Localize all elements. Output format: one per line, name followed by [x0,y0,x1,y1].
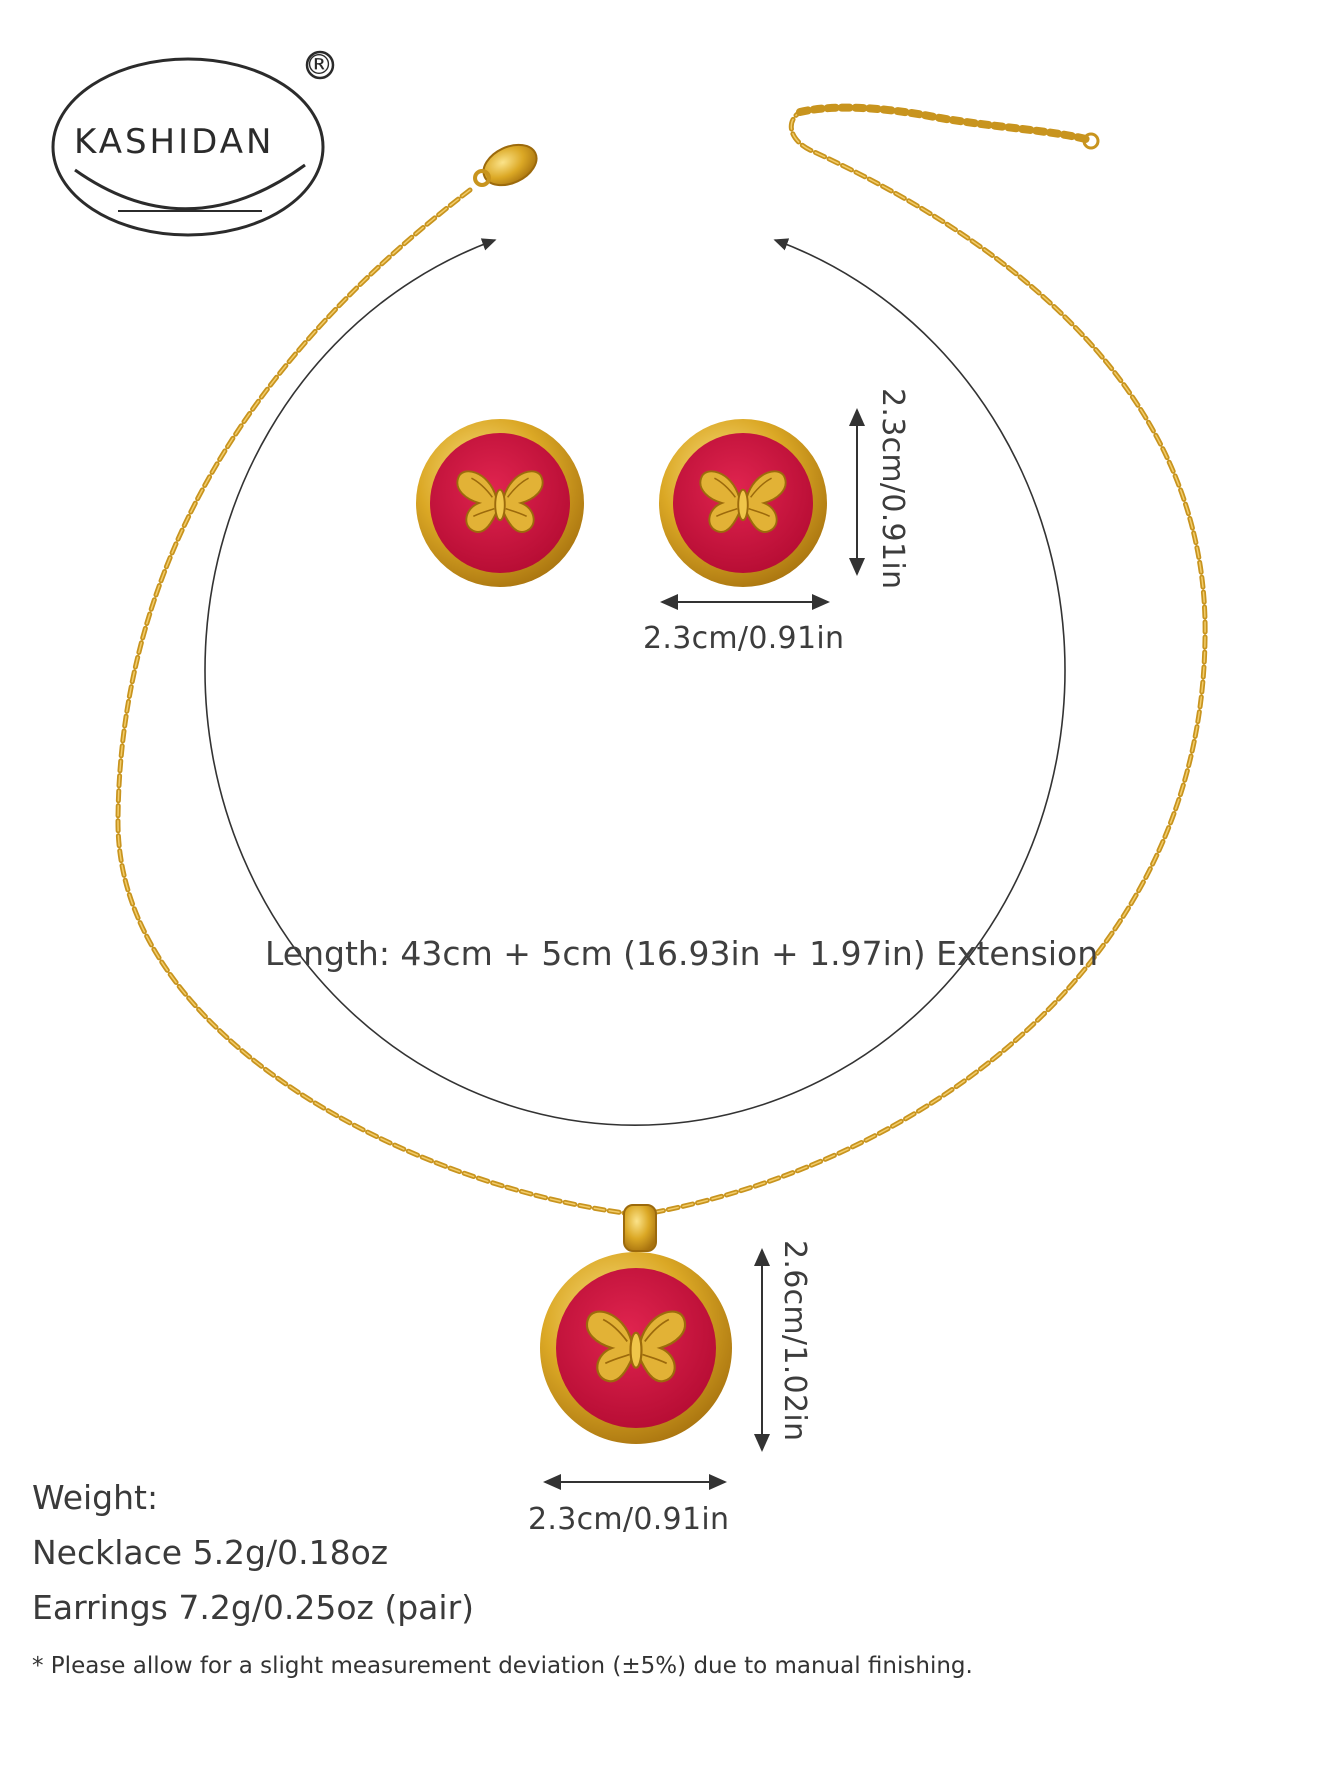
length-guide-arc [204,238,1066,1127]
weight-title: Weight: [32,1478,159,1517]
registered-mark: ® [305,48,333,81]
brand-name: KASHIDAN [74,122,275,162]
weight-info: Weight: Necklace 5.2g/0.18oz Earrings 7.… [32,1470,474,1635]
brand-logo [51,50,335,237]
pendant [540,1204,732,1444]
weight-earrings: Earrings 7.2g/0.25oz (pair) [32,1588,475,1627]
pendant-height-label: 2.6cm/1.02in [777,1240,812,1442]
earring-width-label: 2.3cm/0.91in [643,621,845,656]
earring-left [416,419,584,587]
lobster-clasp [473,132,1100,187]
necklace-chain [115,103,1208,1218]
necklace-length-label: Length: 43cm + 5cm (16.93in + 1.97in) Ex… [265,934,1099,973]
pendant-width-label: 2.3cm/0.91in [528,1502,730,1537]
measurement-note: * Please allow for a slight measurement … [32,1653,973,1679]
weight-necklace: Necklace 5.2g/0.18oz [32,1533,389,1572]
earring-right [659,419,827,587]
extension-chain [796,103,1094,144]
earring-height-label: 2.3cm/0.91in [875,388,910,590]
